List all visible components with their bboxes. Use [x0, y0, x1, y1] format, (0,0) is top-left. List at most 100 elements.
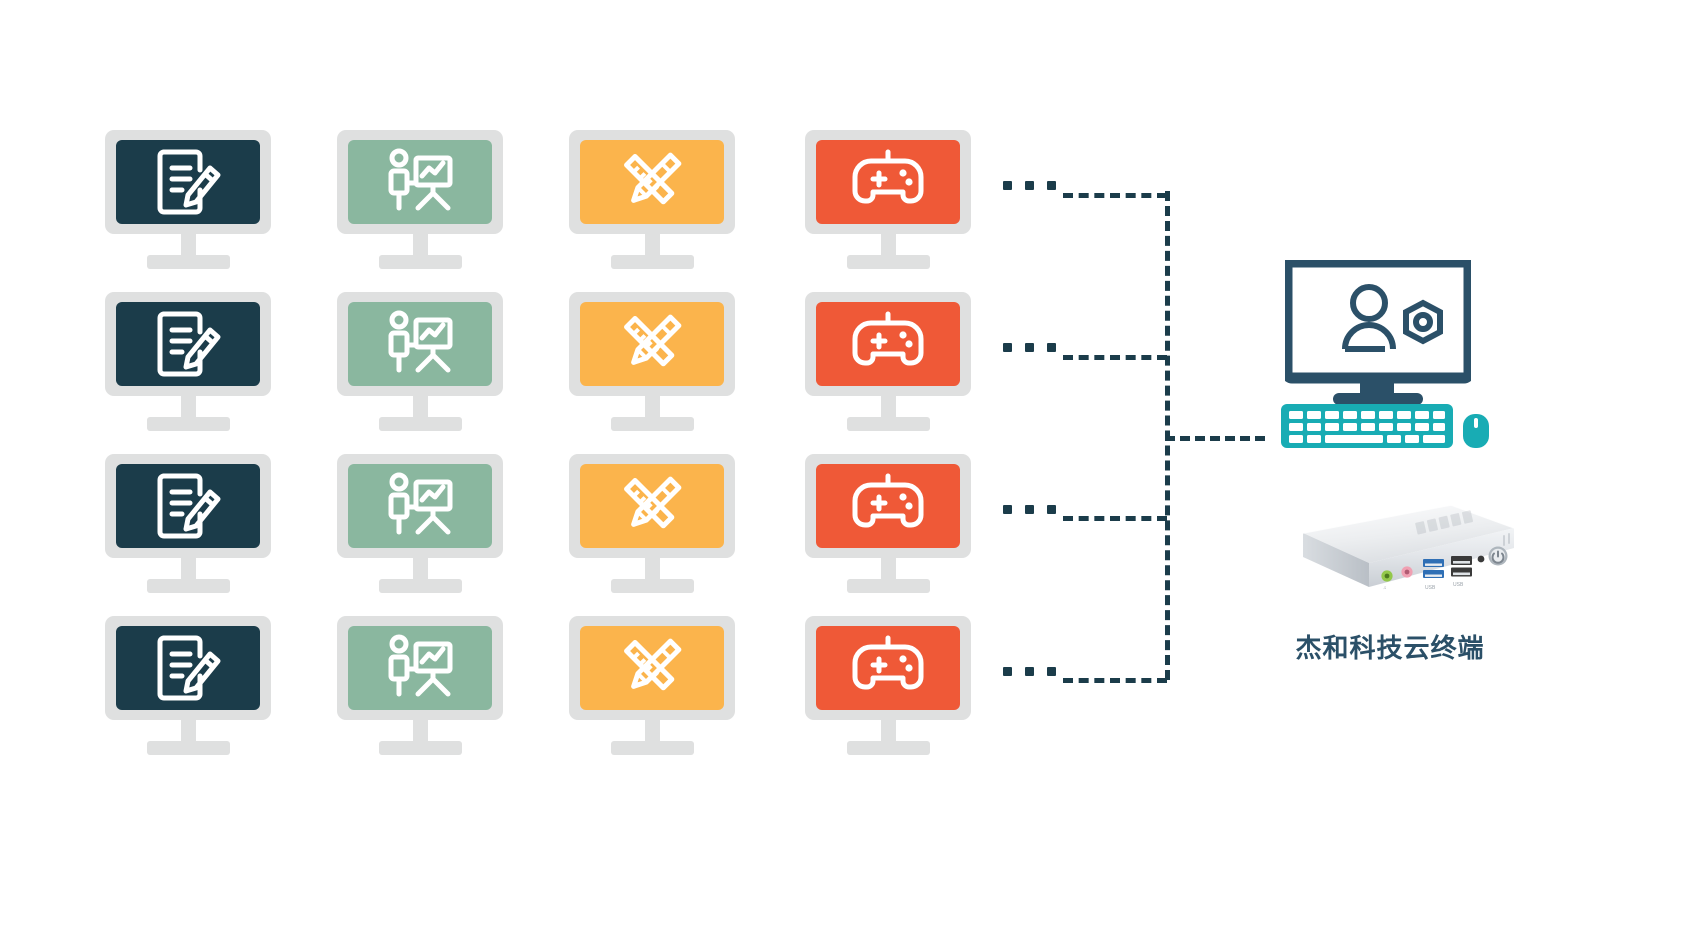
monitor-neck [181, 396, 196, 420]
pencil-ruler-icon [624, 314, 682, 367]
client-monitor[interactable] [337, 454, 515, 594]
branch-line-row-3 [1063, 516, 1167, 521]
monitor-base [847, 417, 930, 431]
monitor-neck [413, 720, 428, 744]
monitor-base [379, 579, 462, 593]
ellipsis-dot [1003, 181, 1012, 190]
monitor-neck [413, 234, 428, 258]
gamepad-icon [852, 311, 924, 366]
branch-line-row-4 [1063, 678, 1167, 683]
ellipsis-dot [1025, 505, 1034, 514]
trunk-line-vertical [1165, 191, 1170, 680]
ellipsis-dot [1003, 505, 1012, 514]
monitor-base [379, 417, 462, 431]
side-vents [1503, 533, 1510, 546]
monitor-base [611, 417, 694, 431]
trunk-line-to-terminal [1165, 436, 1265, 441]
branch-line-row-1 [1063, 193, 1167, 198]
monitor-neck [881, 720, 896, 744]
presentation-chart-icon [388, 148, 453, 211]
monitor-base [379, 255, 462, 269]
client-monitor[interactable] [569, 292, 747, 432]
monitor-bezel [105, 130, 271, 234]
monitor-screen [116, 626, 260, 710]
brand-emboss [1415, 510, 1474, 535]
client-monitor[interactable] [337, 292, 515, 432]
audio-combo-jack [1477, 555, 1485, 563]
svg-text:USB: USB [1453, 582, 1464, 588]
pencil-ruler-icon [624, 476, 682, 529]
ellipsis-row-2 [1003, 343, 1056, 352]
terminal-monitor-svg [1281, 256, 1475, 405]
branch-line-row-2 [1063, 355, 1167, 360]
monitor-screen [348, 626, 492, 710]
monitor-base [611, 579, 694, 593]
client-monitor[interactable] [569, 616, 747, 756]
svg-text:♫: ♫ [1383, 585, 1386, 590]
ellipsis-dot [1003, 667, 1012, 676]
monitor-screen [816, 302, 960, 386]
keyboard-mouse-svg [1281, 390, 1489, 448]
port-row: ♫ USB USB [1381, 546, 1508, 591]
monitor-bezel [569, 454, 735, 558]
client-monitor[interactable] [105, 292, 283, 432]
gamepad-icon [852, 635, 924, 690]
monitor-base [147, 255, 230, 269]
user-settings-icon [1342, 284, 1443, 352]
document-edit-icon [157, 473, 221, 539]
ellipsis-dot [1047, 505, 1056, 514]
monitor-bezel [105, 616, 271, 720]
monitor-neck [881, 234, 896, 258]
keyboard-icon [1281, 404, 1453, 448]
monitor-base [147, 417, 230, 431]
pencil-ruler-icon [624, 152, 682, 205]
mouse-icon [1463, 414, 1489, 448]
usb2-port-top [1451, 556, 1472, 565]
monitor-bezel [569, 130, 735, 234]
monitor-bezel [569, 292, 735, 396]
monitor-neck [181, 720, 196, 744]
client-monitor-grid [105, 130, 985, 770]
document-edit-icon [157, 635, 221, 701]
client-monitor[interactable] [337, 616, 515, 756]
monitor-bezel [805, 130, 971, 234]
ellipsis-dot [1047, 343, 1056, 352]
monitor-bezel [337, 130, 503, 234]
client-monitor[interactable] [805, 454, 983, 594]
monitor-screen [580, 302, 724, 386]
usb3-port-bottom [1423, 570, 1444, 578]
client-monitor[interactable] [105, 616, 283, 756]
document-edit-icon [157, 149, 221, 215]
client-monitor[interactable] [337, 130, 515, 270]
monitor-neck [181, 234, 196, 258]
monitor-bezel [569, 616, 735, 720]
ellipsis-dot [1047, 667, 1056, 676]
client-monitor[interactable] [105, 454, 283, 594]
keyboard-and-mouse [1281, 390, 1496, 452]
client-monitor[interactable] [805, 130, 983, 270]
presentation-chart-icon [388, 634, 453, 697]
ellipsis-dot [1003, 343, 1012, 352]
monitor-base [847, 255, 930, 269]
monitor-base [847, 741, 930, 755]
monitor-screen [580, 464, 724, 548]
monitor-bezel [805, 616, 971, 720]
ellipsis-row-1 [1003, 181, 1056, 190]
client-monitor[interactable] [805, 292, 983, 432]
client-monitor[interactable] [569, 130, 747, 270]
monitor-bezel [105, 454, 271, 558]
usb2-port-bottom [1451, 567, 1472, 577]
monitor-base [611, 741, 694, 755]
monitor-neck [645, 234, 660, 258]
client-monitor[interactable] [105, 130, 283, 270]
gamepad-icon [852, 473, 924, 528]
monitor-bezel [337, 454, 503, 558]
monitor-bezel [337, 616, 503, 720]
client-monitor[interactable] [805, 616, 983, 756]
monitor-screen [348, 140, 492, 224]
ellipsis-dot [1025, 667, 1034, 676]
client-monitor[interactable] [569, 454, 747, 594]
monitor-base [847, 579, 930, 593]
monitor-screen [116, 464, 260, 548]
